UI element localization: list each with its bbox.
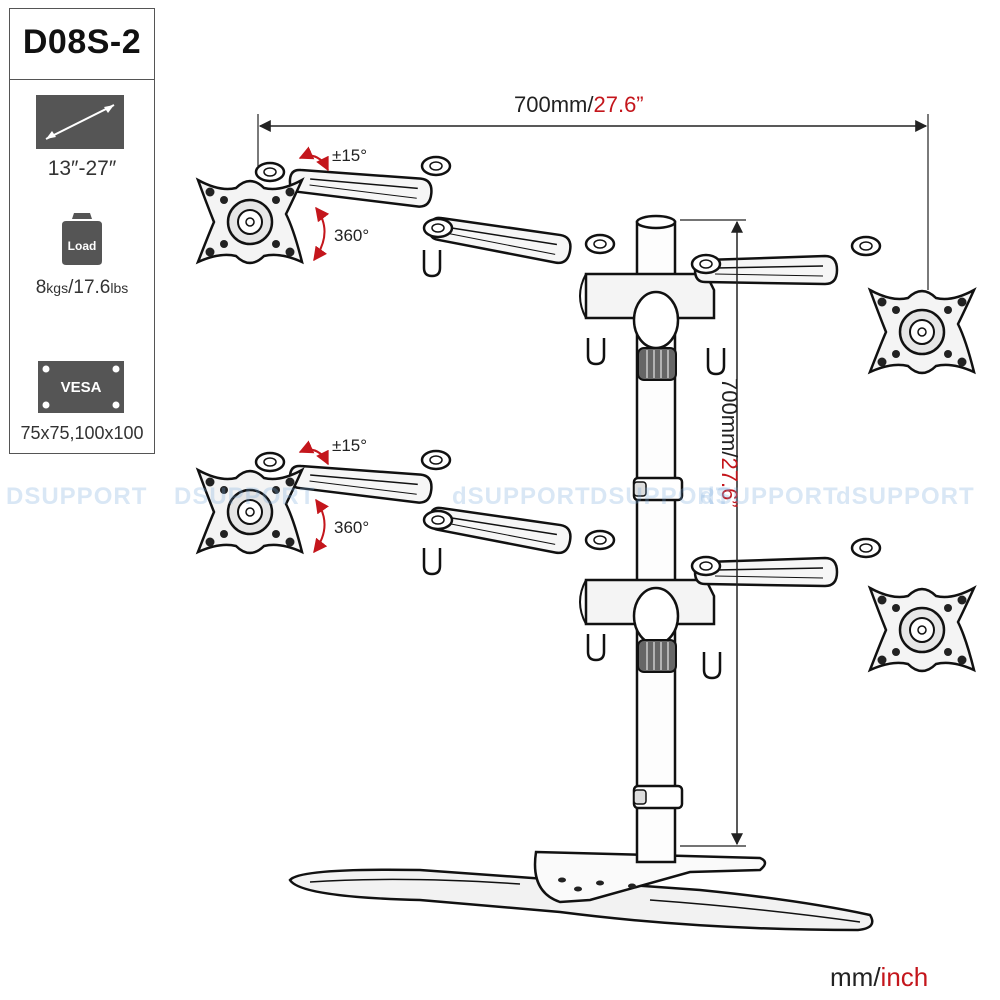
height-dimension-line — [680, 219, 746, 847]
units-mm: mm/ — [830, 962, 881, 992]
rotate-arrow-bottom — [313, 498, 329, 554]
rotate-label-top: 360° — [334, 226, 370, 245]
load-weight-icon: Load — [62, 213, 102, 265]
load-capacity-text: 8kgs/17.6lbs — [10, 277, 154, 299]
vesa-icon: VESA — [38, 361, 124, 413]
base-foot — [288, 850, 874, 932]
rotate-arrow-top — [313, 206, 330, 262]
upper-tier — [196, 155, 976, 381]
load-value: 8 — [35, 277, 47, 298]
watermark-text: DSUPPORT — [174, 483, 316, 510]
units-inch: inch — [880, 962, 929, 992]
vesa-plate-lower-right — [868, 586, 976, 673]
spec-panel: D08S-2 13″-27″ Load 8kgs/17.6lbs VESA 75… — [9, 8, 155, 454]
watermark-text: DSUPPORT — [6, 483, 148, 510]
load-icon-label: Load — [68, 239, 97, 253]
load-separator: /17.6 — [68, 277, 111, 298]
width-inch: 27.6” — [593, 92, 644, 117]
vesa-icon-label: VESA — [61, 379, 102, 396]
units-legend: mm/inch — [830, 962, 928, 993]
watermark-text: DSUPPORT — [590, 483, 732, 510]
cable-clip-lower — [632, 784, 684, 810]
vesa-text: 75x75,100x100 — [20, 423, 144, 443]
watermark-text: dSUPPORT — [836, 483, 975, 510]
width-dimension-line — [257, 114, 929, 290]
vesa-plate-upper-left — [196, 178, 304, 265]
tilt-label-bottom: ±15° — [332, 436, 368, 455]
height-mm: 700mm/ — [717, 378, 742, 458]
load-unit-lb: lbs — [110, 280, 129, 296]
lower-tier — [196, 449, 976, 680]
tilt-arrow-top — [298, 146, 329, 172]
tilt-label-top: ±15° — [332, 146, 368, 165]
load-unit-kg: kgs — [46, 280, 69, 296]
model-title: D08S-2 — [10, 9, 154, 80]
screen-size-text: 13″-27″ — [47, 157, 117, 180]
width-mm: 700mm/ — [514, 92, 594, 117]
tilt-arrow-bottom — [298, 440, 329, 466]
screen-size-icon — [36, 95, 124, 149]
rotate-label-bottom: 360° — [334, 518, 370, 537]
width-dimension-label: 700mm/27.6” — [514, 92, 644, 118]
vesa-plate-upper-right — [868, 288, 976, 375]
watermark-text: dSUPPORT — [452, 483, 591, 510]
watermark-text: dSUPPORT — [700, 483, 839, 510]
